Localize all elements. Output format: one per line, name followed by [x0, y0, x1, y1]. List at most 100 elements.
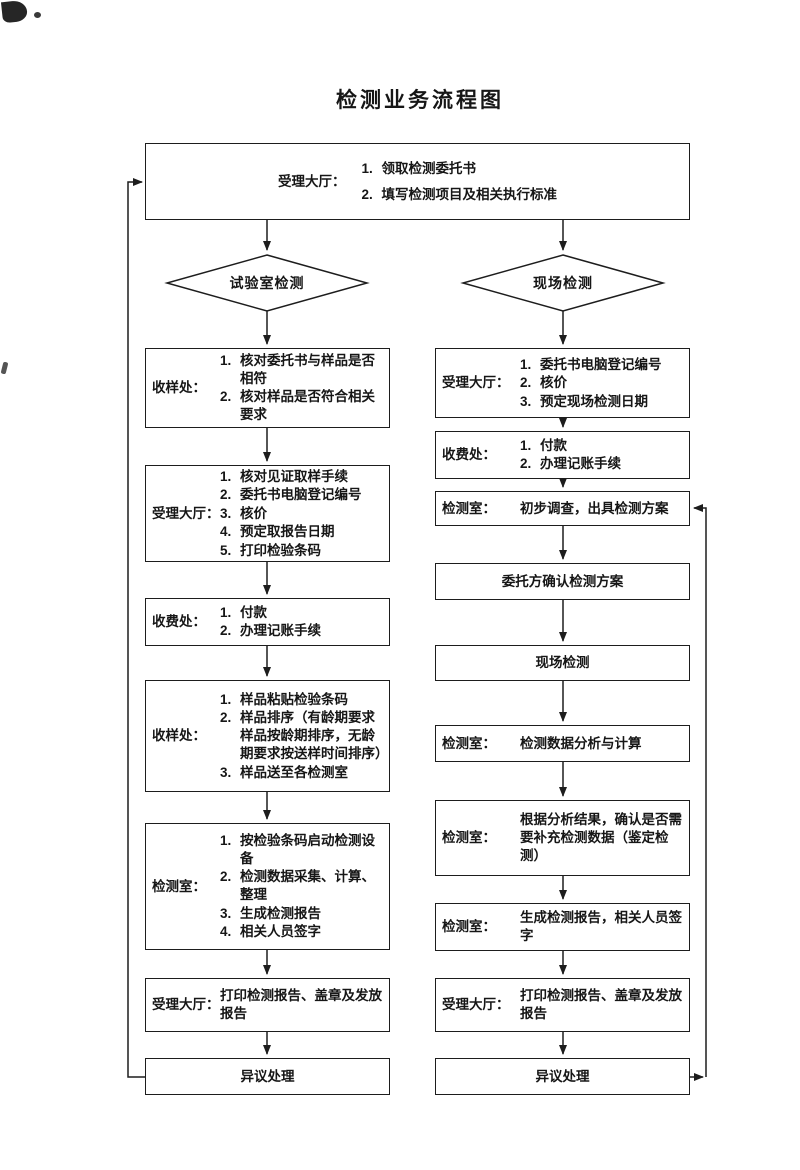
- box-role-label: 受理大厅：: [442, 997, 510, 1012]
- process-box-right-data-analysis: 检测室： 检测数据分析与计算: [435, 725, 690, 762]
- box-items: 1. 付款 2. 办理记账手续: [220, 603, 382, 641]
- process-box-right-registration: 受理大厅： 1. 委托书电脑登记编号 2. 核价 3. 预定现场检测日期: [435, 348, 690, 418]
- decision-label-onsite-testing: 现场检测: [533, 275, 593, 291]
- item-number: 1.: [220, 604, 232, 620]
- process-box-left-report-issue: 受理大厅： 打印检测报告、盖章及发放报告: [145, 978, 390, 1032]
- item-text: 核对样品是否符合相关要求: [240, 389, 375, 423]
- scan-artifact-speck: [34, 12, 41, 18]
- process-box-right-preliminary-survey: 检测室： 初步调查，出具检测方案: [435, 491, 690, 526]
- box-role-label: 收样处：: [152, 380, 206, 395]
- item-text: 相关人员签字: [240, 924, 321, 940]
- item-number: 1.: [220, 691, 232, 707]
- decision-label-lab-testing: 试验室检测: [229, 275, 305, 291]
- list-item: 2. 核对样品是否符合相关要求: [220, 388, 382, 424]
- item-text: 核价: [540, 375, 567, 390]
- item-number: 1.: [220, 468, 232, 484]
- box-text: 初步调查，出具检测方案: [520, 500, 669, 516]
- item-number: 1.: [220, 832, 232, 848]
- item-text: 核价: [240, 505, 267, 521]
- item-number: 4.: [220, 524, 232, 539]
- item-text: 生成检测报告: [240, 905, 321, 921]
- box-items: 1. 委托书电脑登记编号 2. 核价 3. 预定现场检测日期: [520, 355, 686, 411]
- box-text: 生成检测报告，相关人员签字: [520, 910, 682, 943]
- item-number: 4.: [220, 924, 232, 940]
- item-text: 办理记账手续: [540, 456, 621, 472]
- box-role-label: 受理大厅：: [278, 173, 346, 189]
- list-item: 4. 预定取报告日期: [220, 523, 382, 541]
- process-box-right-onsite-testing: 现场检测: [435, 645, 690, 681]
- box-items: 1. 付款 2. 办理记账手续: [520, 436, 686, 474]
- item-text: 样品粘贴检验条码: [240, 691, 348, 707]
- item-text: 填写检测项目及相关执行标准: [381, 186, 558, 202]
- process-box-right-report-sign: 检测室： 生成检测报告，相关人员签字: [435, 903, 690, 951]
- list-item: 3. 样品送至各检测室: [220, 764, 382, 782]
- box-role-label: 收样处：: [152, 728, 206, 743]
- process-box-right-dispute: 异议处理: [435, 1058, 690, 1095]
- box-items: 1. 样品粘贴检验条码 2. 样品排序（有龄期要求样品按龄期排序，无龄期要求按送…: [220, 690, 389, 782]
- feedback-loop-left: [127, 178, 145, 1078]
- item-number: 2.: [220, 389, 232, 405]
- list-item: 4. 相关人员签字: [220, 923, 382, 941]
- list-item: 3. 预定现场检测日期: [520, 393, 686, 411]
- list-item: 2. 样品排序（有龄期要求样品按龄期排序，无龄期要求按送样时间排序）: [220, 709, 389, 763]
- process-box-right-report-issue: 受理大厅： 打印检测报告、盖章及发放报告: [435, 978, 690, 1032]
- item-number: 5.: [220, 542, 232, 558]
- process-box-reception-intake: 受理大厅： 1. 领取检测委托书 2. 填写检测项目及相关执行标准: [145, 143, 690, 220]
- list-item: 1. 付款: [520, 437, 686, 455]
- box-role-label: 检测室：: [442, 500, 496, 516]
- item-text: 核对见证取样手续: [240, 468, 348, 484]
- item-text: 办理记账手续: [240, 623, 321, 639]
- item-number: 1.: [520, 356, 532, 372]
- list-item: 2. 办理记账手续: [520, 455, 686, 473]
- item-number: 2.: [220, 623, 232, 639]
- item-text: 委托书电脑登记编号: [240, 487, 362, 502]
- item-text: 预定现场检测日期: [540, 393, 648, 409]
- list-item: 1. 样品粘贴检验条码: [220, 691, 382, 709]
- list-item: 2. 检测数据采集、计算、整理: [220, 868, 382, 904]
- item-text: 核对委托书与样品是否相符: [240, 352, 375, 386]
- list-item: 1. 核对委托书与样品是否相符: [220, 352, 382, 388]
- list-item: 2. 核价: [520, 374, 686, 392]
- process-box-right-client-confirm-plan: 委托方确认检测方案: [435, 563, 690, 600]
- item-number: 3.: [520, 393, 532, 409]
- box-role-label: 检测室：: [442, 830, 496, 845]
- list-item: 1. 委托书电脑登记编号: [520, 356, 686, 374]
- item-text: 按检验条码启动检测设备: [240, 832, 375, 866]
- item-number: 3.: [220, 905, 232, 921]
- item-text: 付款: [240, 604, 267, 620]
- item-text: 领取检测委托书: [381, 160, 477, 176]
- box-role-label: 检测室：: [442, 919, 496, 934]
- item-number: 2.: [361, 186, 373, 202]
- page-title: 检测业务流程图: [336, 89, 504, 112]
- box-text: 打印检测报告、盖章及发放报告: [220, 988, 382, 1021]
- item-number: 1.: [520, 437, 532, 453]
- list-item: 1. 按检验条码启动检测设备: [220, 832, 382, 868]
- process-box-left-payment: 收费处： 1. 付款 2. 办理记账手续: [145, 598, 390, 646]
- list-item: 5. 打印检验条码: [220, 542, 382, 560]
- box-role-label: 检测室：: [442, 735, 496, 751]
- process-box-left-registration: 受理大厅： 1. 核对见证取样手续 2. 委托书电脑登记编号 3. 核价 4. …: [145, 465, 390, 562]
- item-text: 预定取报告日期: [240, 524, 335, 539]
- box-text: 打印检测报告、盖章及发放报告: [520, 988, 682, 1021]
- item-text: 样品送至各检测室: [240, 764, 348, 780]
- box-items: 1. 按检验条码启动检测设备 2. 检测数据采集、计算、整理 3. 生成检测报告…: [220, 831, 382, 942]
- process-box-right-payment: 收费处： 1. 付款 2. 办理记账手续: [435, 431, 690, 479]
- item-number: 2.: [220, 869, 232, 885]
- process-box-right-supplement-check: 检测室： 根据分析结果，确认是否需要补充检测数据（鉴定检测）: [435, 800, 690, 876]
- item-text: 检测数据采集、计算、整理: [240, 869, 375, 903]
- item-number: 2.: [520, 375, 532, 390]
- item-number: 3.: [220, 505, 232, 521]
- item-text: 付款: [540, 437, 567, 453]
- process-box-left-testing: 检测室： 1. 按检验条码启动检测设备 2. 检测数据采集、计算、整理 3. 生…: [145, 823, 390, 950]
- box-text: 异议处理: [535, 1068, 590, 1084]
- list-item: 1. 付款: [220, 604, 382, 622]
- list-item: 1. 领取检测委托书: [362, 160, 558, 178]
- box-role-label: 检测室：: [152, 878, 206, 894]
- box-text: 根据分析结果，确认是否需要补充检测数据（鉴定检测）: [520, 812, 682, 863]
- box-text: 检测数据分析与计算: [520, 735, 642, 751]
- box-role-label: 收费处：: [442, 447, 496, 462]
- item-text: 打印检验条码: [240, 542, 321, 558]
- item-number: 1.: [361, 160, 373, 176]
